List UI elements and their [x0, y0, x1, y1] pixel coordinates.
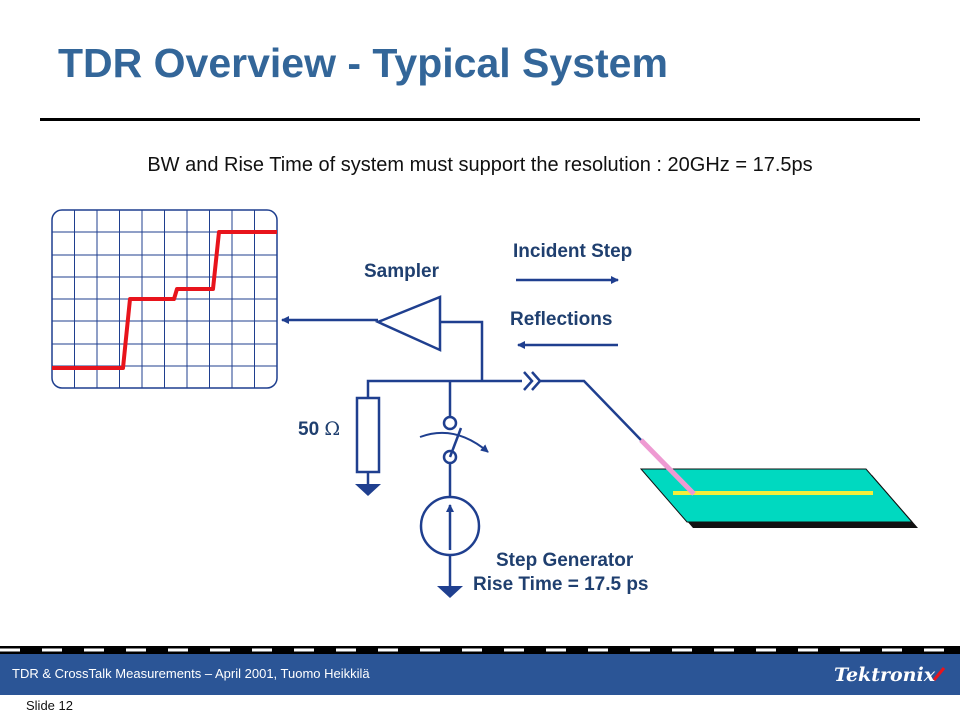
footer-bar: TDR & CrossTalk Measurements – April 200… — [0, 654, 960, 695]
footer-caption: TDR & CrossTalk Measurements – April 200… — [12, 666, 370, 681]
tdr-diagram — [51, 209, 918, 598]
switch-blade — [448, 427, 463, 458]
resistor-label: 50 Ω — [298, 418, 340, 441]
tdr-waveform-trace — [52, 230, 277, 370]
logo-wordmark: Tektronix — [834, 664, 936, 686]
incident-step-label: Incident Step — [513, 241, 633, 262]
resistor-value: 50 — [298, 419, 320, 440]
resistor-50-ohm — [355, 396, 381, 474]
slide-number: Slide 12 — [26, 698, 73, 713]
probe-tip — [639, 438, 696, 496]
ohm-symbol: Ω — [324, 418, 341, 440]
rise-time-label: Rise Time = 17.5 ps — [473, 574, 649, 595]
sampler-amplifier-icon — [374, 295, 442, 352]
footer-dashed-band — [0, 646, 960, 654]
circuit-board-dut — [639, 468, 918, 528]
title-rule — [40, 118, 920, 121]
slide-title: TDR Overview - Typical System — [58, 40, 668, 86]
switch-contact-top — [442, 415, 458, 431]
step-generator-label: Step Generator — [496, 550, 634, 571]
reflections-label: Reflections — [510, 309, 613, 330]
circuit-wiring — [366, 320, 642, 441]
switch-action-arc — [419, 431, 489, 453]
sampler-label: Sampler — [364, 261, 439, 282]
subtitle-text: BW and Rise Time of system must support … — [147, 154, 813, 176]
ground-icon — [355, 484, 381, 496]
ground-icon-2 — [437, 586, 463, 598]
tektronix-logo: Tektronix — [834, 664, 946, 686]
